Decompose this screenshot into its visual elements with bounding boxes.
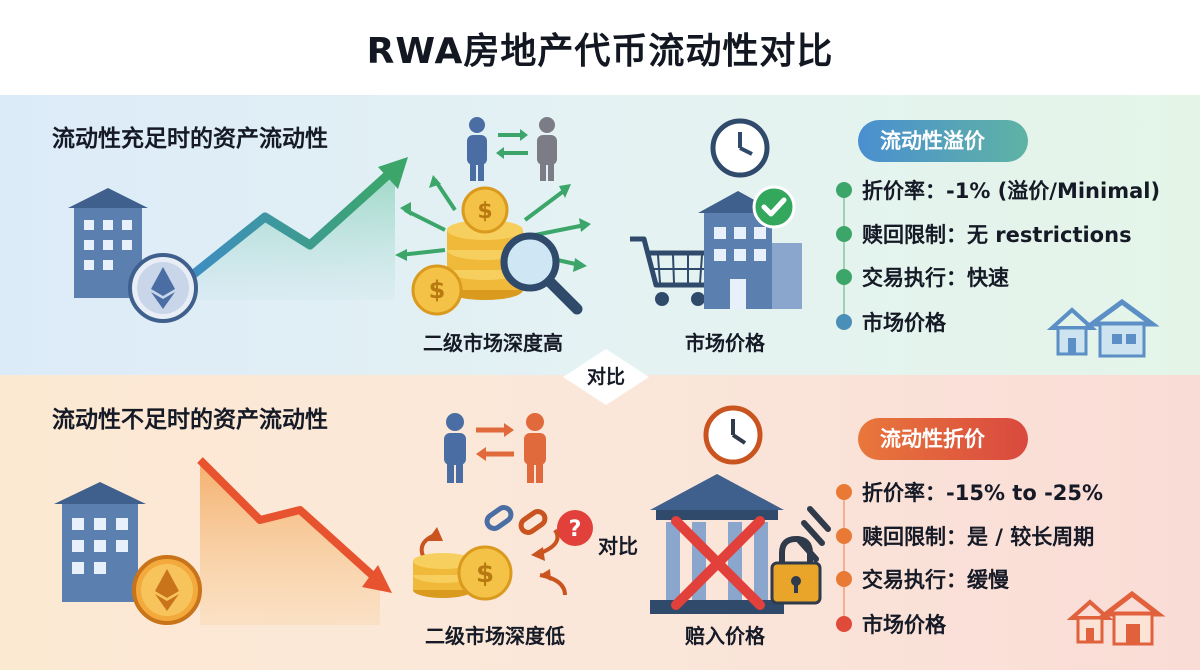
market-price-caption: 市场价格 (685, 331, 765, 355)
clock-icon (703, 405, 763, 465)
ethereum-coin-icon (132, 555, 202, 625)
svg-text:$: $ (477, 199, 492, 224)
low-liquidity-panel: 流动性不足时的资产流动性 (0, 375, 1200, 670)
high-depth-caption: 二级市场深度高 (423, 331, 563, 355)
checkmark-icon (752, 185, 796, 229)
shopping-cart-icon (630, 236, 717, 306)
question-icon: ? (557, 510, 593, 546)
broken-chain-icon (484, 505, 548, 535)
building-icon (54, 482, 146, 602)
house-icon (1066, 590, 1166, 646)
people-exchange-icon (467, 117, 557, 181)
svg-text:?: ? (569, 517, 582, 542)
comparison-side-label: 对比 (598, 534, 638, 558)
list-item: 交易执行：快速 (836, 262, 1009, 292)
svg-text:$: $ (476, 559, 494, 589)
rising-arrow-icon (177, 157, 408, 300)
falling-arrow-icon (197, 457, 392, 625)
house-icon (1046, 298, 1160, 358)
low-depth-caption: 二级市场深度低 (425, 624, 565, 648)
list-item: 市场价格 (836, 307, 946, 337)
coin-stack-icon: $ (413, 527, 567, 601)
list-item: 市场价格 (836, 609, 946, 639)
list-item: 折价率：-15% to -25% (836, 477, 1103, 507)
ethereum-coin-icon (128, 253, 198, 323)
list-item: 赎回限制：无 restrictions (836, 219, 1132, 249)
liquidity-premium-badge: 流动性溢价 (858, 120, 1028, 162)
clock-icon (710, 118, 770, 178)
list-item: 交易执行：缓慢 (836, 564, 1009, 594)
page-title: RWA房地产代币流动性对比 (366, 31, 834, 72)
list-item: 赎回限制：是 / 较长周期 (836, 521, 1094, 551)
high-liquidity-panel: 流动性充足时的资产流动性 (0, 95, 1200, 375)
magnifier-icon (500, 232, 583, 315)
padlock-icon (770, 506, 831, 605)
svg-text:$: $ (429, 276, 446, 304)
people-exchange-icon (444, 413, 546, 483)
cross-icon (671, 516, 765, 610)
high-liquidity-heading: 流动性充足时的资产流动性 (52, 126, 328, 152)
low-liquidity-heading: 流动性不足时的资产流动性 (52, 407, 328, 433)
comparison-label: 对比 (586, 366, 625, 388)
list-item: 折价率：-1% (溢价/Minimal) (836, 175, 1160, 205)
buy-in-price-caption: 赔入价格 (685, 624, 765, 648)
liquidity-discount-badge: 流动性折价 (858, 418, 1028, 460)
